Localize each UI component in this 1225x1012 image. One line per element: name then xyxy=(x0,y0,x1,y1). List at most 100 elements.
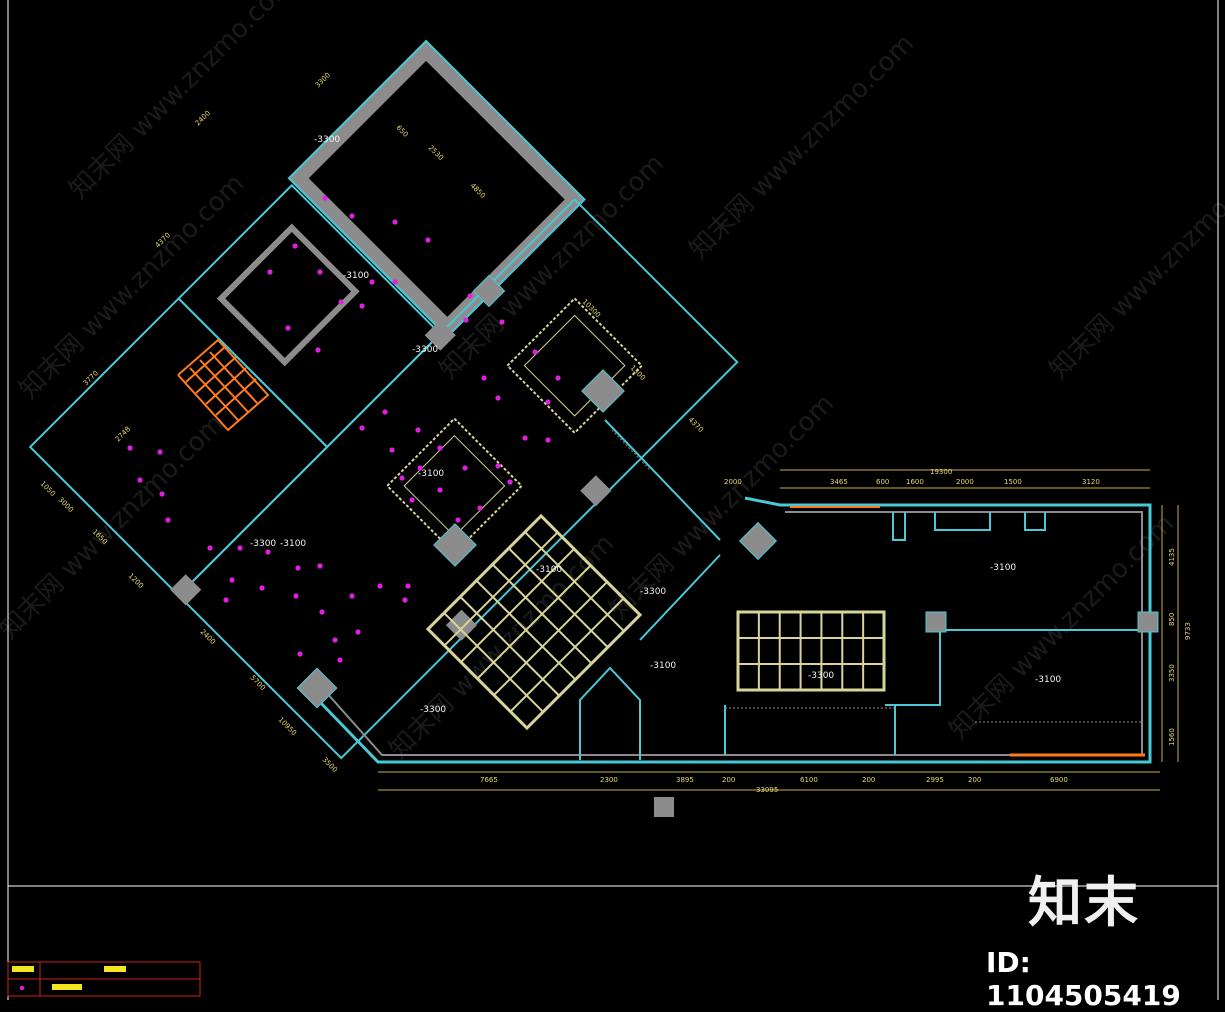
level-label: -3100 xyxy=(990,563,1016,573)
light-fixture xyxy=(317,269,323,275)
dimension-label: 33095 xyxy=(756,786,778,794)
light-fixture xyxy=(467,293,473,299)
grid-line xyxy=(443,531,559,647)
dimension-label: 1500 xyxy=(1004,478,1022,486)
ceiling-grid-diagonal xyxy=(425,513,643,731)
dimension-label: 4135 xyxy=(1168,548,1176,566)
light-fixture xyxy=(463,317,469,323)
watermark-text: 知末网 www.znzmo.com xyxy=(14,169,250,405)
light-fixture xyxy=(532,349,538,355)
light-fixture xyxy=(389,447,395,453)
light-fixture xyxy=(319,609,325,615)
dimension-label: 3500 xyxy=(321,756,339,774)
light-fixture xyxy=(477,505,483,511)
light-fixture xyxy=(332,637,338,643)
light-fixture xyxy=(409,497,415,503)
dimension-label: 4370 xyxy=(687,416,705,434)
light-fixture xyxy=(207,545,213,551)
light-fixture xyxy=(359,303,365,309)
level-label: -3300 xyxy=(314,135,340,145)
light-fixture xyxy=(292,243,298,249)
dimension-label: 200 xyxy=(862,776,875,784)
level-label: -3300 xyxy=(808,671,834,681)
grid-line xyxy=(509,597,625,713)
dimension-label: 3770 xyxy=(82,369,100,387)
dimension-label: 650 xyxy=(395,124,410,139)
light-fixture xyxy=(165,517,171,523)
sheet-frame xyxy=(7,0,1219,1000)
light-fixture xyxy=(382,409,388,415)
dimension-label: 2000 xyxy=(724,478,742,486)
light-fixture xyxy=(392,219,398,225)
dimension-label: 200 xyxy=(968,776,981,784)
grid-line xyxy=(476,564,592,680)
light-fixture xyxy=(545,437,551,443)
level-label: -3100 xyxy=(536,565,562,575)
watermark-text: 知末网 www.znzmo.com xyxy=(1044,149,1225,385)
light-fixture xyxy=(355,629,361,635)
dimension-label: 3350 xyxy=(1168,664,1176,682)
light-fixture xyxy=(322,195,328,201)
level-label: -3100 xyxy=(1035,675,1061,685)
light-fixture xyxy=(337,657,343,663)
brand-logo-text: 知末 xyxy=(1028,871,1140,934)
level-label: -3100 xyxy=(343,271,369,281)
light-fixture xyxy=(359,425,365,431)
light-fixture xyxy=(425,237,431,243)
light-fixture xyxy=(369,279,375,285)
level-labels: -3300 -3100 -3300 -3100 -3300 -3100 -3300 -3100… xyxy=(250,135,1061,715)
dimension-label: 3895 xyxy=(676,776,694,784)
level-label: -3100 xyxy=(418,469,444,479)
title-block xyxy=(7,961,201,997)
watermark-text: 知末网 www.znzmo.com xyxy=(0,409,230,645)
dimension-label: 10950 xyxy=(277,716,298,737)
dimension-label: 1600 xyxy=(906,478,924,486)
light-fixture xyxy=(405,583,411,589)
light-fixture xyxy=(555,375,561,381)
level-label: -3300 xyxy=(250,539,276,549)
dimension-label: 1560 xyxy=(1168,728,1176,746)
light-fixture xyxy=(293,593,299,599)
watermark-text: 知末网 www.znzmo.com xyxy=(684,29,920,265)
light-fixture xyxy=(338,299,344,305)
light-fixture xyxy=(229,577,235,583)
light-fixture xyxy=(237,545,243,551)
light-fixture xyxy=(157,449,163,455)
dimension-label: 1300 xyxy=(629,364,647,382)
light-fixture xyxy=(315,347,321,353)
dimension-label: 10300 xyxy=(581,298,602,319)
grid-line xyxy=(460,548,575,663)
level-label: -3300 xyxy=(640,587,666,597)
level-label: -3300 xyxy=(420,705,446,715)
light-fixture xyxy=(297,651,303,657)
light-fixture xyxy=(267,269,273,275)
dimension-label: 2748 xyxy=(114,425,132,443)
light-fixture xyxy=(522,435,528,441)
watermark-text: 知末网 www.znzmo.com xyxy=(64,0,300,205)
dimension-label: 9733 xyxy=(1184,622,1192,640)
dimension-label: 1200 xyxy=(127,572,145,590)
light-fixture xyxy=(317,563,323,569)
light-fixture xyxy=(285,325,291,331)
level-label: -3100 xyxy=(280,539,306,549)
light-fixture xyxy=(402,597,408,603)
dimension-label: 2530 xyxy=(427,144,445,162)
light-fixtures xyxy=(127,195,561,663)
dimension-label: 3120 xyxy=(1082,478,1100,486)
dimension-label: 6100 xyxy=(800,776,818,784)
image-id-label: ID: 1104505419 xyxy=(986,946,1181,1012)
dimension-label: 850 xyxy=(1168,613,1176,626)
light-fixture xyxy=(349,213,355,219)
light-fixture xyxy=(223,597,229,603)
light-fixture xyxy=(417,465,423,471)
light-fixture xyxy=(377,583,383,589)
columns xyxy=(296,274,1159,817)
dimension-label: 6900 xyxy=(1050,776,1068,784)
light-fixture xyxy=(507,479,513,485)
dimension-label: 1050 xyxy=(39,480,57,498)
light-fixture xyxy=(349,593,355,599)
light-fixture xyxy=(495,395,501,401)
light-fixture xyxy=(481,375,487,381)
light-fixture xyxy=(545,399,551,405)
